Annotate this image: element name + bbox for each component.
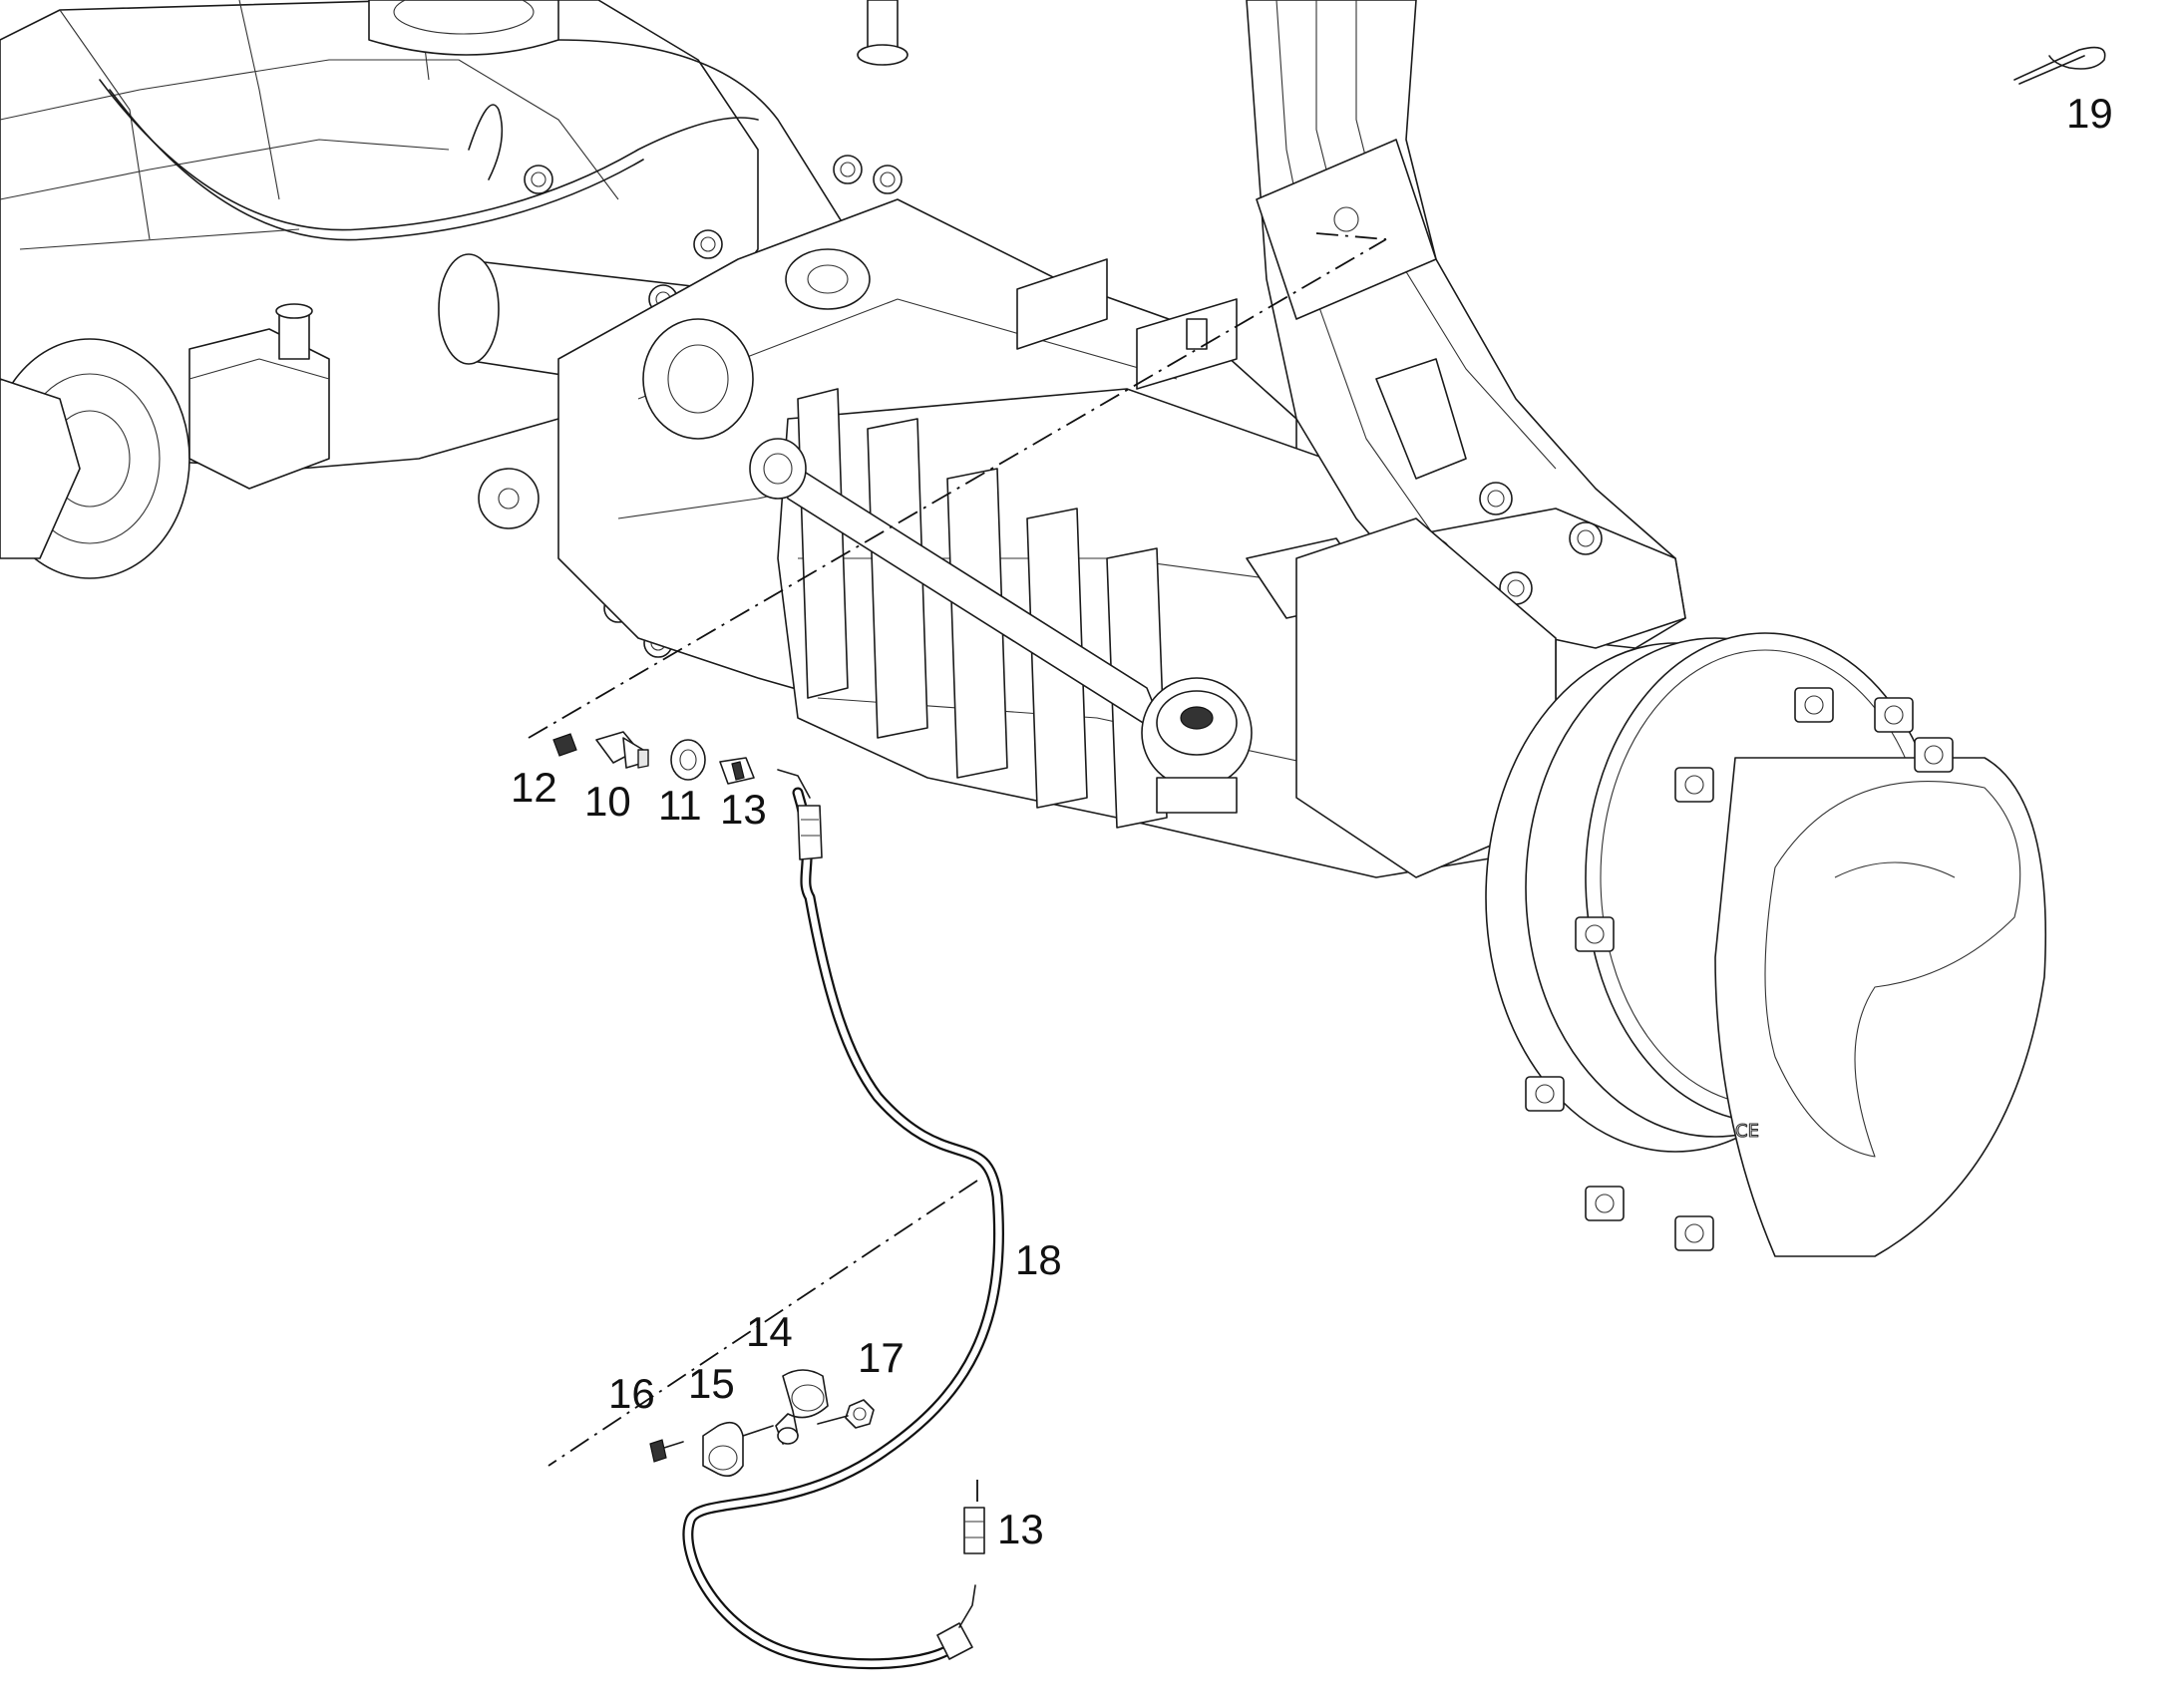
- callout-15: 15: [688, 1360, 735, 1407]
- frame-bracket: [1246, 0, 1686, 649]
- part-16-bolt: [649, 1439, 684, 1463]
- wheel-hub: CE: [1295, 517, 2047, 1257]
- callout-18: 18: [1015, 1236, 1062, 1283]
- callout-10: 10: [584, 778, 631, 825]
- callout-19: 19: [2066, 90, 2113, 137]
- leader-top-tick: [1315, 232, 1387, 240]
- top-fittings: [552, 731, 755, 785]
- callout-12: 12: [511, 764, 557, 811]
- part-12-fitting: [552, 733, 577, 757]
- part-13-fitting-top: [719, 757, 755, 785]
- callout-labels: 12 10 11 13 18 14 17 15 16 13 19: [511, 90, 2113, 1552]
- callout-14: 14: [746, 1308, 793, 1355]
- cover-marking: CE: [1735, 1121, 1759, 1142]
- axle-assembly: CE: [0, 0, 2047, 1257]
- part-11-washer: [670, 739, 706, 781]
- hub-nuts: [1525, 687, 1954, 1251]
- part-15-clamp: [702, 1421, 774, 1477]
- clamp-hardware: [649, 1369, 875, 1477]
- part-14-clamp: [775, 1369, 829, 1445]
- part-17-nut: [817, 1399, 875, 1429]
- part-10-adapter: [595, 731, 649, 769]
- callout-13-top: 13: [720, 786, 767, 833]
- callout-13-bottom: 13: [997, 1506, 1044, 1552]
- part-19-cable-tie-icon: [2013, 46, 2106, 85]
- leader-top: [528, 238, 1387, 739]
- leader-bottom: [547, 1180, 978, 1467]
- part-18-hose: [682, 769, 1004, 1670]
- callout-17: 17: [858, 1334, 905, 1381]
- callout-16: 16: [608, 1370, 655, 1417]
- callout-11: 11: [658, 782, 702, 829]
